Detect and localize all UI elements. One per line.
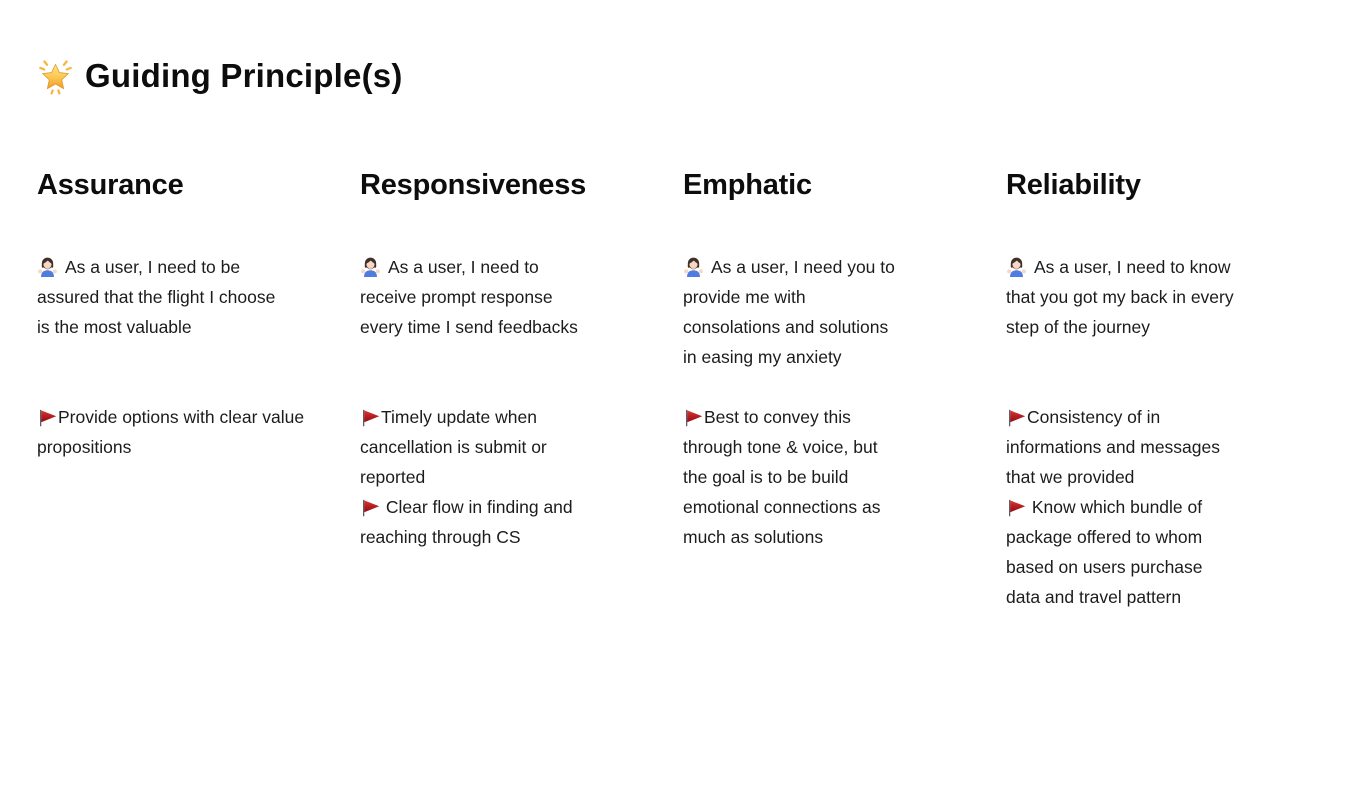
- page-title-text: Guiding Principle(s): [85, 57, 403, 94]
- column-heading: Assurance: [37, 169, 184, 201]
- woman-shrugging-icon: [1006, 256, 1027, 277]
- flag-points: Provide options with clear value proposi…: [37, 402, 333, 462]
- user-story-text: As a user, I need to be assured that the…: [37, 257, 276, 337]
- flag-point: Best to convey this through tone & voice…: [683, 402, 979, 552]
- flag-point: Consistency of in informations and messa…: [1006, 402, 1302, 492]
- user-story-block: As a user, I need to receive prompt resp…: [360, 252, 656, 402]
- flag-point-text: Clear flow in finding and reaching throu…: [360, 497, 573, 547]
- column-heading: Emphatic: [683, 169, 812, 201]
- principles-grid: Assurance As a user, I need to be assure…: [37, 168, 1321, 612]
- user-story: As a user, I need to receive prompt resp…: [360, 252, 656, 342]
- woman-shrugging-icon: [683, 256, 704, 277]
- column-heading: Reliability: [1006, 169, 1141, 201]
- flag-point: Timely update when cancellation is submi…: [360, 402, 656, 492]
- user-story-text: As a user, I need you to provide me with…: [683, 257, 895, 367]
- woman-shrugging-icon: [360, 256, 381, 277]
- woman-shrugging-icon: [37, 256, 58, 277]
- user-story-text: As a user, I need to know that you got m…: [1006, 257, 1234, 337]
- flag-point-text: Best to convey this through tone & voice…: [683, 407, 881, 547]
- user-story: As a user, I need you to provide me with…: [683, 252, 979, 372]
- flag-points: Consistency of in informations and messa…: [1006, 402, 1302, 612]
- red-flag-icon: [683, 408, 703, 428]
- column-assurance: Assurance As a user, I need to be assure…: [37, 168, 333, 612]
- red-flag-icon: [360, 498, 380, 518]
- user-story: As a user, I need to be assured that the…: [37, 252, 333, 342]
- glowing-star-icon: [37, 58, 74, 95]
- user-story-text: As a user, I need to receive prompt resp…: [360, 257, 578, 337]
- red-flag-icon: [37, 408, 57, 428]
- flag-point-text: Provide options with clear value proposi…: [37, 407, 305, 457]
- flag-points: Timely update when cancellation is submi…: [360, 402, 656, 552]
- column-reliability: Reliability As a user, I need to know th…: [1006, 168, 1302, 612]
- column-heading: Responsiveness: [360, 169, 587, 201]
- user-story: As a user, I need to know that you got m…: [1006, 252, 1302, 342]
- page-title: Guiding Principle(s): [37, 56, 1321, 96]
- user-story-block: As a user, I need to be assured that the…: [37, 252, 333, 402]
- flag-point: Clear flow in finding and reaching throu…: [360, 492, 656, 552]
- flag-points: Best to convey this through tone & voice…: [683, 402, 979, 552]
- flag-point-text: Know which bundle of package offered to …: [1006, 497, 1203, 607]
- red-flag-icon: [1006, 498, 1026, 518]
- column-responsiveness: Responsiveness As a user, I need to rece…: [360, 168, 656, 612]
- user-story-block: As a user, I need you to provide me with…: [683, 252, 979, 402]
- flag-point-text: Consistency of in informations and messa…: [1006, 407, 1220, 487]
- red-flag-icon: [1006, 408, 1026, 428]
- red-flag-icon: [360, 408, 380, 428]
- column-emphatic: Emphatic As a user, I need you to provid…: [683, 168, 979, 612]
- flag-point: Provide options with clear value proposi…: [37, 402, 333, 462]
- flag-point-text: Timely update when cancellation is submi…: [360, 407, 547, 487]
- user-story-block: As a user, I need to know that you got m…: [1006, 252, 1302, 402]
- flag-point: Know which bundle of package offered to …: [1006, 492, 1302, 612]
